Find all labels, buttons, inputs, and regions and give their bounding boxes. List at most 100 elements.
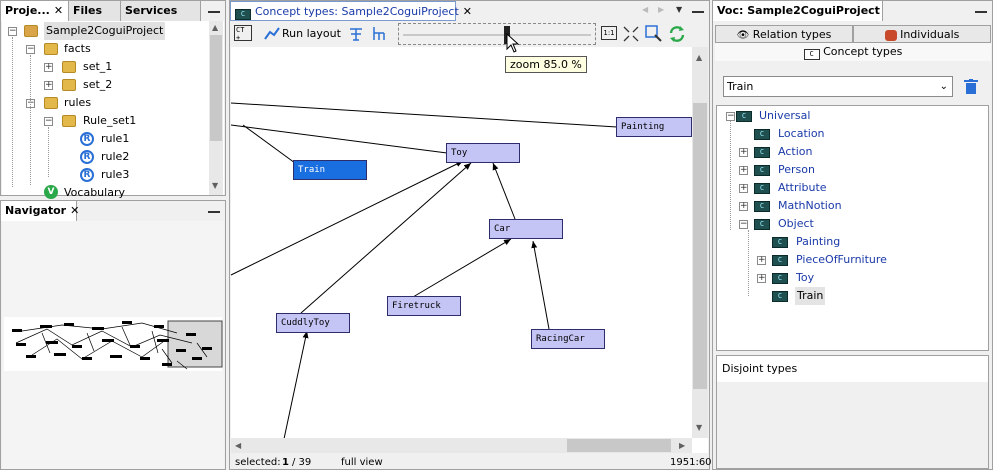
zoom-region-icon[interactable] — [645, 25, 663, 43]
tree-item-train[interactable]: Train — [795, 287, 826, 305]
tree-line — [30, 55, 31, 185]
expand-icon[interactable]: + — [739, 165, 748, 175]
graph-edges — [230, 102, 618, 454]
navigator-minimap[interactable] — [2, 221, 224, 469]
tab-individuals[interactable]: Individuals — [853, 25, 991, 43]
tree-item-person[interactable]: Person — [778, 163, 815, 176]
layout-icon — [264, 27, 280, 40]
tree-item-mathnotion[interactable]: MathNotion — [778, 199, 842, 212]
tree-item-rule1[interactable]: rule1 — [101, 132, 130, 145]
tree-item-universal[interactable]: Universal — [759, 109, 811, 122]
minimize-icon[interactable] — [208, 11, 220, 13]
concept-icon: C — [754, 183, 770, 194]
concept-node-toy[interactable]: Toy — [446, 143, 520, 163]
mouse-cursor-icon — [506, 32, 520, 53]
scroll-up-icon[interactable]: ▲ — [212, 23, 219, 32]
concept-node-cuddlytoy[interactable]: CuddlyToy — [276, 313, 350, 333]
canvas-vertical-thumb[interactable] — [693, 103, 707, 389]
zoom-tooltip: zoom 85.0 % — [505, 56, 587, 73]
expand-icon[interactable]: + — [739, 147, 748, 157]
folder-icon — [62, 61, 76, 73]
tab-list-icon[interactable]: ▼ — [676, 5, 683, 14]
collapse-icon[interactable]: − — [26, 44, 35, 54]
concept-node-painting[interactable]: Painting — [616, 117, 692, 137]
zoom-slider-track — [403, 34, 591, 36]
scroll-up-icon[interactable]: ▲ — [696, 53, 703, 62]
run-layout-button[interactable]: Run layout — [262, 24, 341, 44]
navigator-view[interactable] — [2, 221, 224, 469]
tab-scroll-right-icon[interactable]: ▶ — [658, 5, 665, 14]
expand-icon[interactable]: + — [757, 273, 766, 283]
tab-navigator[interactable]: Navigator✕ — [1, 201, 80, 221]
tree-item-vocabulary[interactable]: Vocabulary — [64, 186, 125, 199]
tree-item-rule-set1[interactable]: Rule_set1 — [83, 114, 137, 127]
chevron-down-icon[interactable]: ⌄ — [939, 81, 948, 92]
scroll-down-icon[interactable]: ▼ — [696, 423, 703, 432]
collapse-icon[interactable]: − — [726, 111, 735, 121]
expand-icon[interactable]: + — [757, 255, 766, 265]
collapse-icon[interactable]: − — [44, 116, 53, 126]
tab-files[interactable]: Files — [69, 1, 121, 21]
concept-node-firetruck[interactable]: Firetruck — [387, 296, 461, 316]
scroll-left-icon[interactable]: ◀ — [235, 441, 242, 450]
concept-type-select[interactable]: Train ⌄ — [723, 76, 953, 97]
expand-icon[interactable]: + — [44, 80, 53, 90]
concept-types-icon: C — [803, 49, 820, 60]
tree-item-rule3[interactable]: rule3 — [101, 168, 130, 181]
canvas-horizontal-thumb[interactable] — [567, 439, 671, 452]
close-icon[interactable]: ✕ — [70, 204, 80, 217]
vocabulary-panel: Voc: Sample2CoguiProject 👁 Relation type… — [712, 0, 993, 470]
tree-item-set-1[interactable]: set_1 — [83, 60, 113, 73]
tree-layout-icon[interactable] — [348, 25, 366, 43]
scrollbar-thumb[interactable] — [210, 35, 222, 141]
expand-icon[interactable]: + — [739, 201, 748, 211]
expand-icon[interactable]: + — [44, 62, 53, 72]
scroll-down-icon[interactable]: ▼ — [212, 181, 219, 190]
expand-icon[interactable]: + — [739, 183, 748, 193]
tree-item-facts[interactable]: facts — [64, 42, 91, 55]
tree-item-object[interactable]: Object — [778, 217, 814, 230]
scroll-right-icon[interactable]: ▶ — [679, 441, 686, 450]
tab-services[interactable]: Services — [121, 1, 201, 21]
concept-node-racingcar[interactable]: RacingCar — [531, 329, 605, 349]
fit-view-icon[interactable] — [623, 26, 639, 42]
concept-icon: C — [754, 165, 770, 176]
collapse-icon[interactable]: − — [8, 26, 17, 36]
trash-icon[interactable] — [964, 79, 978, 95]
tree-item-set-2[interactable]: set_2 — [83, 78, 113, 91]
minimize-icon[interactable] — [975, 11, 987, 13]
concept-node-car[interactable]: Car — [489, 219, 563, 239]
status-selected-label: selected: — [235, 457, 281, 468]
tree-item-rules[interactable]: rules — [64, 96, 92, 109]
close-icon[interactable]: ✕ — [53, 4, 64, 17]
concept-icon: C — [736, 111, 752, 122]
tab-relation-types[interactable]: 👁 Relation types — [715, 25, 853, 43]
tab-scroll-left-icon[interactable]: ◀ — [642, 5, 649, 14]
tree-item-toy[interactable]: Toy — [796, 271, 815, 284]
minimize-icon[interactable] — [208, 211, 220, 213]
zoom-slider[interactable] — [398, 23, 596, 45]
refresh-icon[interactable] — [668, 25, 686, 43]
close-icon[interactable]: ✕ — [462, 5, 473, 18]
tree-item-project[interactable]: Sample2CoguiProject — [44, 22, 166, 40]
hierarchy-layout-icon[interactable] — [370, 25, 388, 43]
folder-icon — [62, 79, 76, 91]
tree-item-action[interactable]: Action — [778, 145, 813, 158]
tree-item-pieceoffurniture[interactable]: PieceOfFurniture — [796, 253, 887, 266]
concept-node-train[interactable]: Train — [293, 160, 367, 180]
minimize-icon[interactable] — [692, 11, 704, 13]
tree-item-attribute[interactable]: Attribute — [778, 181, 827, 194]
ct-icon[interactable]: CT+ — [234, 25, 252, 42]
tab-vocabulary[interactable]: Voc: Sample2CoguiProject — [713, 1, 883, 21]
tab-projects[interactable]: Proje...✕ — [1, 1, 69, 21]
tree-item-location[interactable]: Location — [778, 127, 825, 140]
tree-item-rule2[interactable]: rule2 — [101, 150, 130, 163]
concept-type-tree: − C Universal C Location + C Action + C … — [716, 105, 989, 351]
tab-concept-types[interactable]: C Concept types — [715, 43, 991, 61]
collapse-icon[interactable]: − — [739, 219, 748, 229]
graph-canvas[interactable]: Painting Train Toy Car Firetruck CuddlyT… — [230, 47, 708, 454]
zoom-1-1-icon[interactable]: 1:1 — [601, 26, 617, 40]
tree-item-painting[interactable]: Painting — [796, 235, 841, 248]
